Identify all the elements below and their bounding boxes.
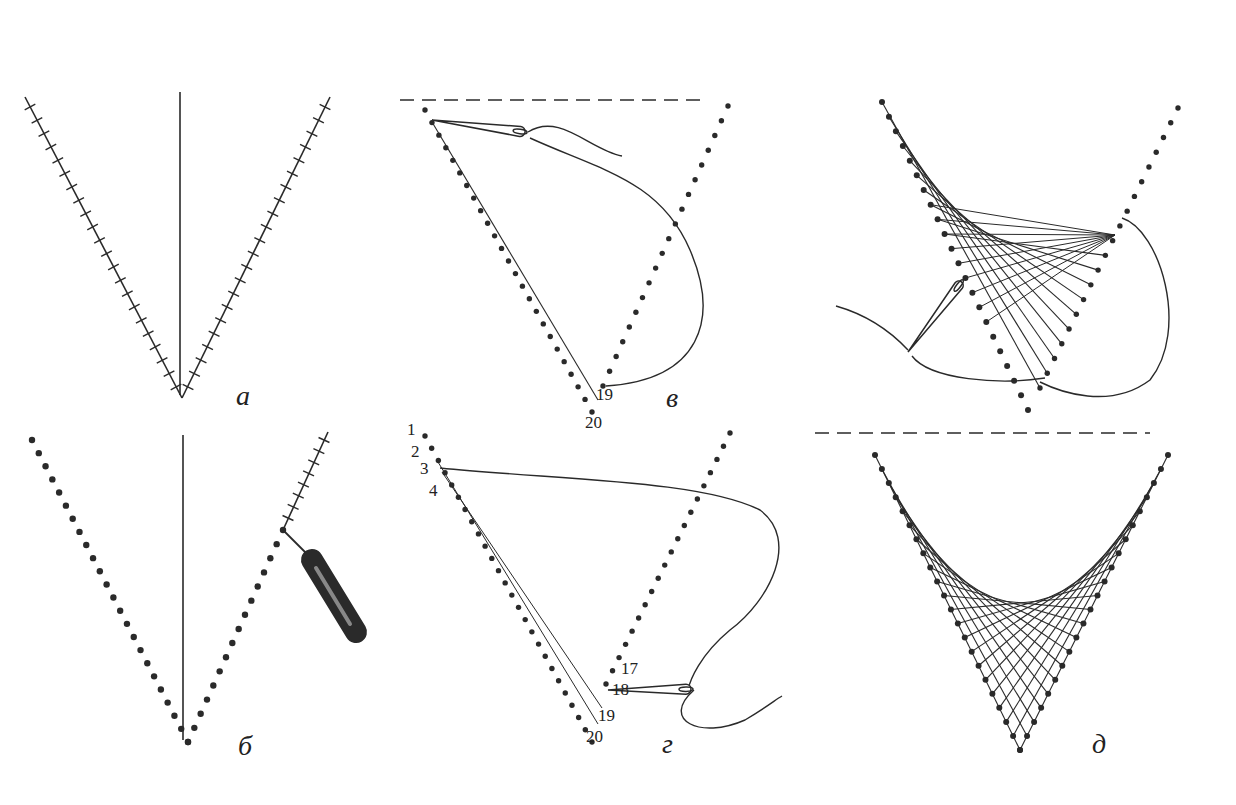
- needle: [431, 115, 527, 137]
- mark-ticks: [183, 104, 331, 389]
- thread: [528, 126, 622, 156]
- thread: [912, 356, 1045, 381]
- hole-row: [879, 99, 1031, 413]
- hole-row: [185, 527, 286, 745]
- hole-number: 19: [596, 386, 613, 403]
- figure-letter: в: [666, 384, 678, 412]
- hole-number: 18: [612, 681, 629, 698]
- thread: [530, 138, 703, 386]
- thread: [836, 306, 908, 350]
- hole-row: [872, 452, 1023, 753]
- angle-side: [25, 97, 182, 398]
- thread-lines: [875, 455, 1168, 750]
- thread: [1040, 218, 1169, 397]
- hole-row: [1037, 105, 1180, 390]
- thread: [440, 468, 779, 690]
- hole-number: 2: [411, 443, 420, 460]
- awl-tip: [283, 530, 308, 555]
- hole-number: 19: [598, 707, 615, 724]
- hole-number: 17: [621, 660, 638, 677]
- hole-row: [603, 430, 732, 686]
- guide-line: [815, 432, 1150, 434]
- thread: [681, 690, 782, 728]
- hole-row: [422, 107, 594, 414]
- hole-number: 20: [585, 414, 602, 431]
- guide-line: [400, 99, 700, 101]
- thread: [432, 122, 598, 400]
- mark-ticks: [283, 437, 330, 520]
- thread-lines: [931, 205, 1115, 322]
- angle-side: [182, 97, 330, 398]
- hole-row: [422, 433, 594, 744]
- angle-side: [283, 432, 328, 530]
- thread: [442, 472, 602, 708]
- bisector: [179, 92, 181, 395]
- bisector: [182, 435, 184, 740]
- hole-row: [29, 437, 191, 745]
- figure-letter: г: [662, 730, 673, 758]
- hole-number: 4: [429, 482, 438, 499]
- hole-row: [1017, 452, 1171, 753]
- hole-number: 3: [420, 460, 429, 477]
- needle: [904, 277, 966, 354]
- hole-number: 1: [407, 421, 416, 438]
- hole-number: 20: [586, 728, 603, 745]
- mark-ticks: [25, 104, 182, 390]
- figure-letter: б: [238, 732, 252, 760]
- figure-letter: а: [236, 382, 250, 410]
- figure-letter: д: [1092, 730, 1106, 758]
- illustration: [25, 92, 1181, 753]
- awl-handle: [312, 560, 356, 632]
- hole-row: [600, 103, 730, 388]
